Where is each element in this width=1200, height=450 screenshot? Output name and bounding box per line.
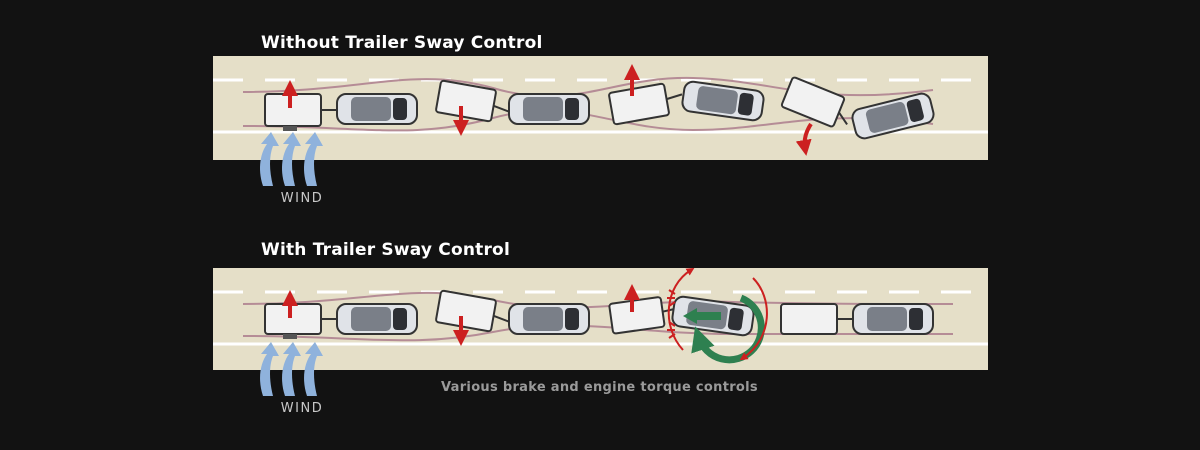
car xyxy=(336,93,418,125)
trailer xyxy=(608,82,683,126)
wind-label: WIND xyxy=(280,401,324,416)
lane-markings xyxy=(213,290,988,346)
car xyxy=(852,303,934,335)
trailer xyxy=(780,76,848,128)
car xyxy=(851,92,935,140)
panel-title-with: With Trailer Sway Control xyxy=(261,240,510,260)
trailer xyxy=(264,93,337,131)
sway-arrow-icon xyxy=(795,122,813,156)
rig-1 xyxy=(264,290,418,339)
road-with-control xyxy=(213,268,988,370)
sway-arrow-icon xyxy=(739,277,768,361)
wind-arrows xyxy=(255,340,335,404)
sway-arrow-icon xyxy=(667,268,695,351)
wind-arrows xyxy=(255,130,335,194)
trailer xyxy=(608,296,675,335)
rig-3-controlled xyxy=(608,268,768,364)
car xyxy=(681,80,765,122)
rig-4 xyxy=(780,76,935,156)
wind-arrow-icon xyxy=(260,132,323,186)
wind-label: WIND xyxy=(280,191,324,206)
trailer xyxy=(264,303,322,335)
panel-title-without: Without Trailer Sway Control xyxy=(261,33,543,53)
rig-2 xyxy=(435,79,590,136)
trailer xyxy=(435,79,510,123)
rig-3 xyxy=(608,64,765,126)
rig-4-stable xyxy=(780,303,934,335)
wind-arrow-icon xyxy=(260,342,323,396)
car xyxy=(336,303,418,335)
road-without-control xyxy=(213,56,988,160)
trailer xyxy=(780,303,838,335)
car xyxy=(508,303,590,335)
trailer xyxy=(435,289,510,333)
control-caption: Various brake and engine torque controls xyxy=(441,380,758,395)
car xyxy=(508,93,590,125)
rig-1 xyxy=(264,80,418,131)
rig-2 xyxy=(435,289,590,346)
